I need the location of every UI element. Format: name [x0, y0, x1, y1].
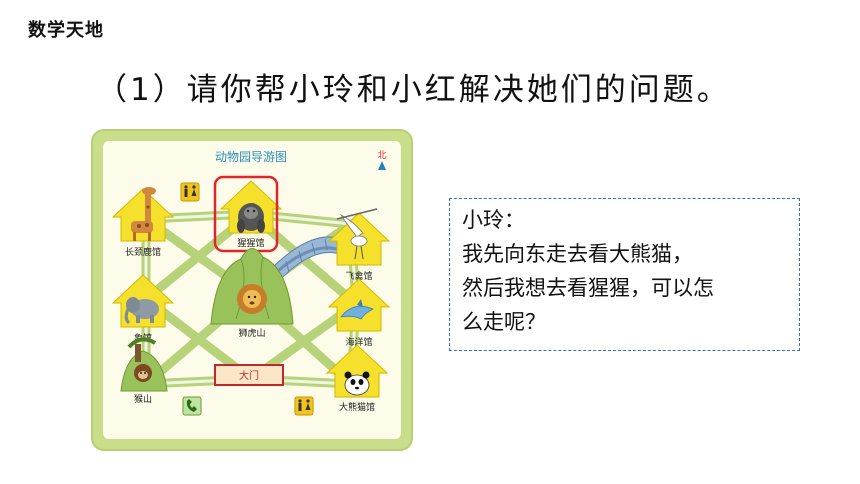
label-orangutan: 猩猩馆 — [237, 237, 264, 249]
monkey-icon — [134, 364, 152, 382]
label-aviary: 飞禽馆 — [345, 270, 372, 282]
question-text: （1）请你帮小玲和小红解决她们的问题。 — [96, 72, 731, 108]
main-gate: 大门 — [214, 364, 284, 386]
crane-icon — [336, 208, 378, 260]
orangutan-house: 猩猩馆 — [213, 175, 283, 253]
elephant-house: 象馆 — [111, 274, 175, 344]
giraffe-house: 长颈鹿馆 — [111, 187, 175, 258]
monkey-hill: 猴山 — [120, 337, 168, 405]
label-panda: 大熊猫馆 — [339, 401, 375, 413]
zoo-map-illustration: 动物园导游图 北 长 — [91, 129, 413, 451]
speech-note: 小玲： 我先向东走去看大熊猫， 然后我想去看猩猩，可以怎 么走呢？ — [449, 198, 800, 351]
note-line-1: 我先向东走去看大熊猫， — [462, 242, 693, 266]
label-gate: 大门 — [239, 369, 259, 382]
note-speaker: 小玲： — [462, 208, 525, 232]
ocean-house: 海洋馆 — [327, 278, 391, 348]
phone-icon — [182, 396, 202, 416]
panda-icon — [344, 371, 370, 396]
aviary-house: 飞禽馆 — [327, 208, 391, 282]
north-label: 北 — [377, 150, 386, 161]
north-arrow-icon — [378, 161, 386, 170]
note-line-2: 然后我想去看猩猩，可以怎 — [462, 276, 714, 300]
orangutan-icon — [237, 203, 265, 233]
restroom-icon — [180, 182, 200, 202]
label-giraffe: 长颈鹿馆 — [125, 246, 161, 258]
label-lion-hill: 狮虎山 — [238, 327, 265, 339]
panda-house: 大熊猫馆 — [325, 344, 389, 413]
zoo-map: 动物园导游图 北 长 — [91, 129, 413, 451]
label-ocean: 海洋馆 — [345, 336, 372, 348]
dolphin-icon — [340, 299, 374, 320]
label-monkey: 猴山 — [134, 393, 152, 405]
lion-icon — [237, 284, 267, 314]
elephant-icon — [124, 297, 159, 325]
map-title: 动物园导游图 — [215, 150, 287, 164]
restroom-icon-bottom — [294, 396, 314, 416]
note-line-3: 么走呢？ — [462, 310, 546, 334]
giraffe-icon — [131, 187, 156, 241]
lion-hill: 狮虎山 — [210, 248, 294, 339]
section-label: 数学天地 — [28, 20, 104, 41]
